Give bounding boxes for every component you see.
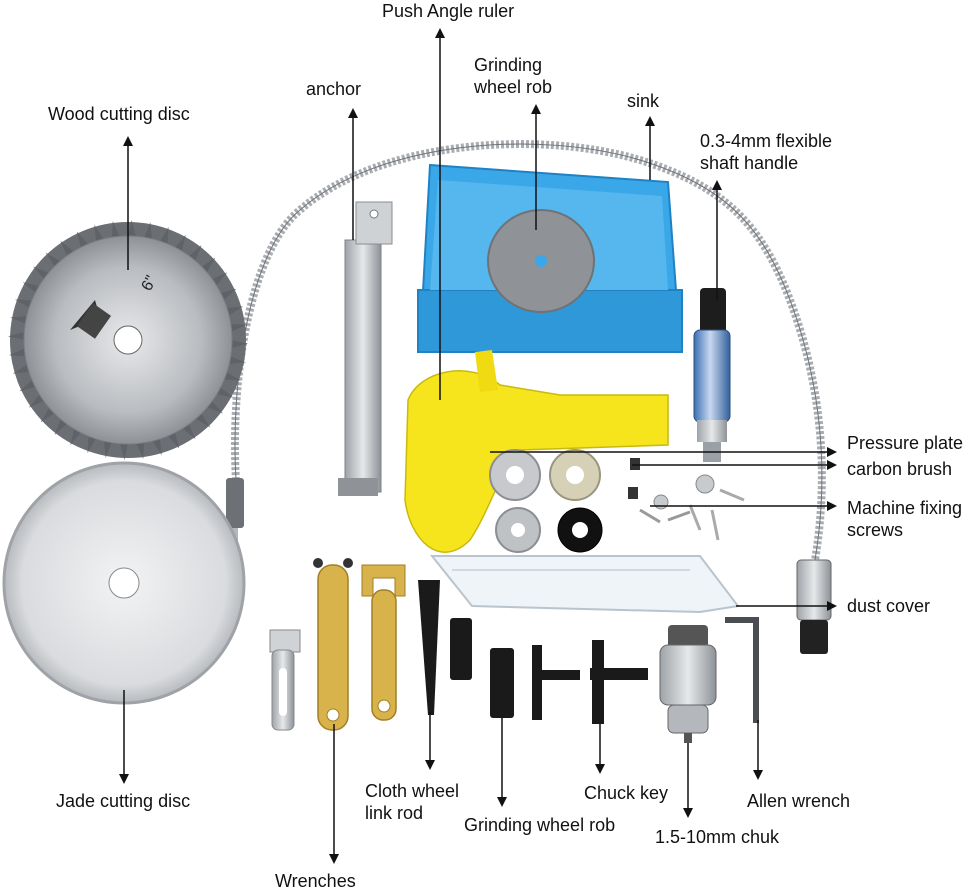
saw-tooth [103,440,112,458]
open-wrench [361,564,406,721]
saw-tooth [215,386,234,398]
saw-tooth [119,442,128,460]
saw-tooth [219,288,237,301]
saw-tooth [10,315,28,324]
pin-wrench [313,558,353,731]
dust-cover [429,555,740,614]
saw-tooth [152,437,162,456]
label-grinding-wheel-rob-top-line2: wheel rob [474,77,553,97]
carbon-brushes [628,458,640,499]
label-carbon-brush: carbon brush [847,459,953,479]
saw-tooth [229,323,248,332]
label-machine-fixing-screws-line1: Machine fixing [847,498,963,518]
saw-tooth [225,306,244,316]
label-grinding-wheel-rob-top: Grinding wheel rob [474,54,552,98]
disc-size-mark: 6" [139,273,161,294]
saw-tooth [87,435,97,453]
drill-chuck [659,625,717,743]
saw-tooth [76,231,89,249]
label-push-angle-ruler: Push Angle ruler [382,1,515,21]
label-flexible-shaft-handle-line1: 0.3-4mm flexible [700,131,833,151]
saw-tooth [8,331,26,340]
cloth-wheel-link-rod [418,580,440,715]
label-wrenches: Wrenches [275,871,356,891]
cable-coupler [796,559,832,621]
saw-tooth [136,441,145,460]
link-rod-short [450,618,472,680]
saw-tooth [15,299,33,309]
anchor-plate [338,201,393,496]
saw-tooth [111,220,120,239]
label-grinding-wheel-rob-bottom: Grinding wheel rob [464,815,616,835]
label-cloth-wheel-link-rod-line1: Cloth wheel [365,781,460,801]
cable-end-fitting [226,478,244,528]
label-machine-fixing-screws-line2: screws [847,520,904,540]
saw-tooth [94,224,104,243]
label-pressure-plate: Pressure plate [847,433,964,453]
label-allen-wrench: Allen wrench [747,791,851,811]
saw-tooth [70,427,82,446]
saw-tooth [22,282,41,294]
label-chuck-key: Chuck key [584,783,669,803]
grinding-wheel-rod [490,648,514,718]
callout-lines [119,28,837,864]
saw-tooth [167,431,180,449]
label-machine-fixing-screws: Machine fixing screws [847,497,962,541]
bracket-plate [269,629,301,731]
label-sink: sink [627,91,660,111]
label-dust-cover: dust cover [847,596,931,616]
grinding-felt-wheel [487,209,595,313]
saw-tooth [230,340,248,349]
pressure-plates [489,449,603,553]
label-cloth-wheel-link-rod: Cloth wheel link rod [365,780,459,824]
saw-tooth [144,222,153,240]
chuck-key-small [532,645,580,720]
wood-cutting-disc [8,220,248,460]
label-wood-cutting-disc: Wood cutting disc [48,104,190,124]
saw-tooth [19,379,37,392]
label-anchor: anchor [306,79,362,99]
label-chuck: 1.5-10mm chuk [655,827,780,847]
label-cloth-wheel-link-rod-line2: link rod [365,803,424,823]
saw-tooth [223,371,241,381]
saw-tooth [12,364,31,374]
label-jade-cutting-disc: Jade cutting disc [56,791,191,811]
jade-cutting-disc [2,461,246,705]
label-flexible-shaft-handle: 0.3-4mm flexible shaft handle [700,130,832,174]
fixing-screws [639,474,745,541]
allen-wrench-tool [725,617,759,723]
saw-tooth [128,220,137,238]
chuck-key-large [590,640,648,724]
saw-tooth [228,356,246,365]
label-grinding-wheel-rob-top-line1: Grinding [474,55,543,75]
saw-tooth [159,227,169,245]
saw-tooth [8,348,27,357]
saw-tooth [174,234,186,253]
label-flexible-shaft-handle-line2: shaft handle [700,153,799,173]
flexible-shaft-handle [693,288,731,462]
